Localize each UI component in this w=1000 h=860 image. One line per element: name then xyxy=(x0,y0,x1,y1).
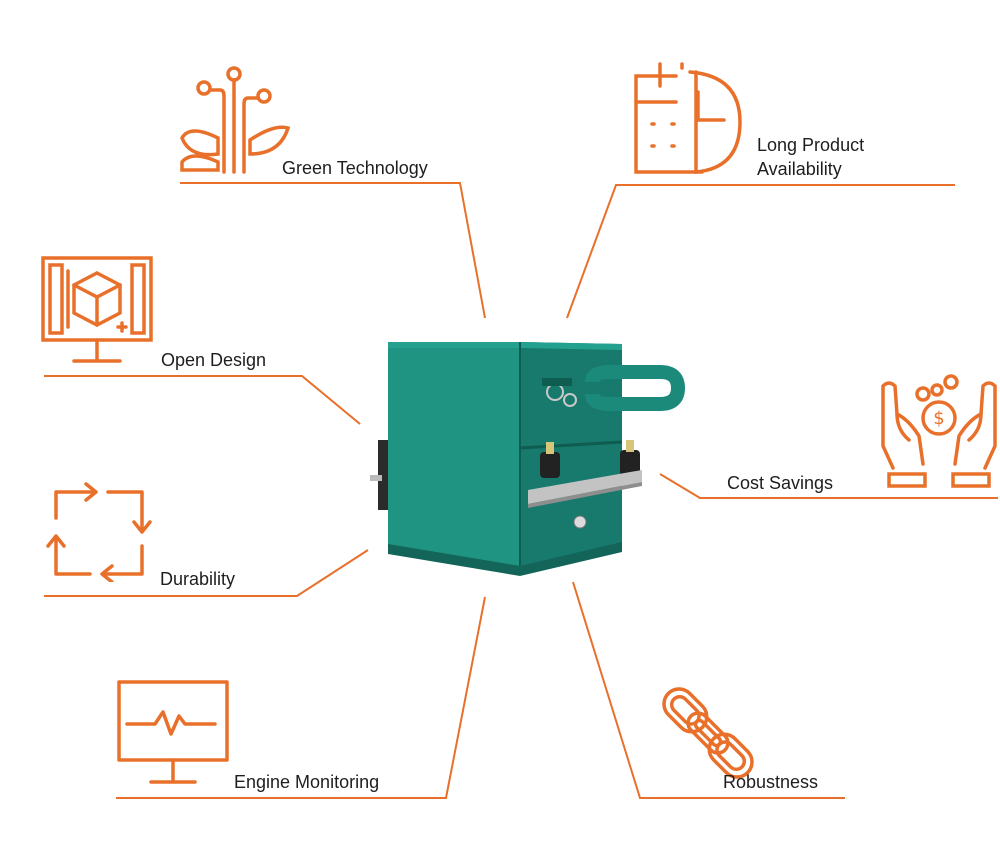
label-open-design: Open Design xyxy=(161,350,267,370)
monitor-pulse-icon xyxy=(115,678,231,790)
label-long-product-line1: Long Product xyxy=(757,135,865,155)
calendar-clock-icon xyxy=(632,62,744,176)
connector-long-product-availability xyxy=(566,184,955,319)
product-enclosure-image xyxy=(370,342,686,576)
label-engine-monitoring: Engine Monitoring xyxy=(234,772,380,792)
label-green-technology: Green Technology xyxy=(282,158,428,178)
connector-engine-monitoring xyxy=(116,596,486,799)
hands-coins-icon: $ xyxy=(879,374,999,490)
label-robustness: Robustness xyxy=(723,772,819,792)
connector-open-design xyxy=(44,375,361,425)
chain-link-icon xyxy=(650,675,766,791)
label-cost-savings: Cost Savings xyxy=(727,473,834,493)
plant-circuit-icon xyxy=(178,66,290,176)
label-durability: Durability xyxy=(160,569,236,589)
connector-green-technology xyxy=(180,182,486,319)
connector-robustness xyxy=(572,581,845,799)
cycle-arrows-icon xyxy=(42,478,156,582)
svg-text:$: $ xyxy=(933,408,944,429)
label-long-product-line2: Availability xyxy=(757,159,842,179)
monitor-cube-icon xyxy=(40,255,154,367)
connector-durability xyxy=(44,549,369,597)
connector-cost-savings xyxy=(659,473,998,499)
